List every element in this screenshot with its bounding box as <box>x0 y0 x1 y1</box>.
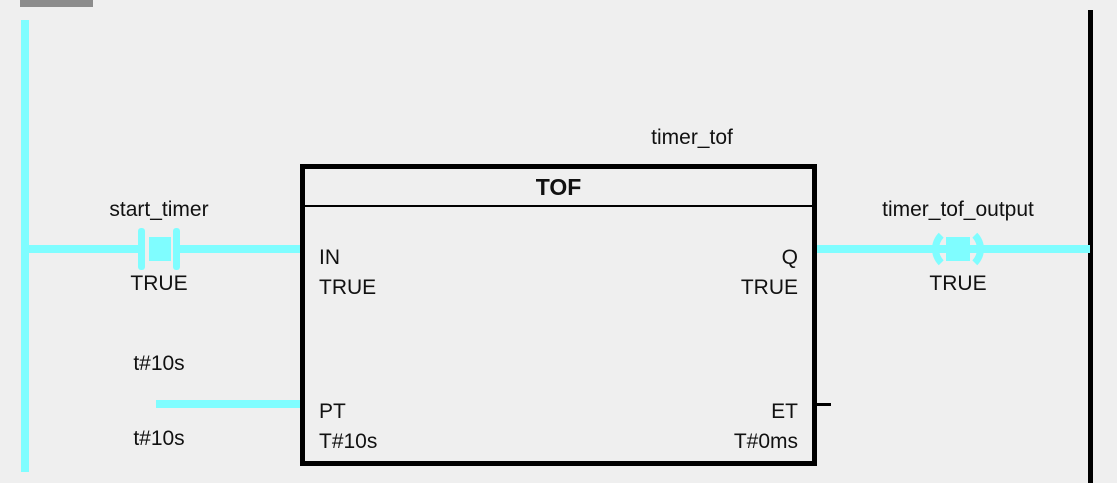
wire-pt-input <box>156 400 302 408</box>
function-block-tof[interactable]: TOF IN TRUE Q TRUE PT T#10s ET T#0ms <box>300 164 817 466</box>
function-block-type-title: TOF <box>305 169 812 207</box>
wire-coil-to-right-rail <box>955 245 1090 253</box>
pin-q-value: TRUE <box>740 276 798 299</box>
pin-pt-value: T#10s <box>319 430 378 453</box>
contact-energized-fill-icon <box>149 237 171 261</box>
pin-in[interactable]: IN TRUE <box>319 243 376 303</box>
pt-literal-label-above: t#10s <box>133 352 185 375</box>
pin-in-value: TRUE <box>319 276 377 299</box>
coil-energized-fill-icon <box>946 237 970 261</box>
pin-pt[interactable]: PT T#10s <box>319 397 377 457</box>
coil-arc-right-icon <box>958 226 984 272</box>
wire-et-output-stub <box>817 403 831 406</box>
wire-contact-to-block-in <box>179 245 302 253</box>
pin-et-name: ET <box>771 400 798 423</box>
coil-arc-left-icon <box>932 226 958 272</box>
contact-bar-left-icon <box>138 228 145 270</box>
function-block-body: IN TRUE Q TRUE PT T#10s ET T#0ms <box>305 207 812 466</box>
pin-pt-name: PT <box>319 400 346 423</box>
pin-in-name: IN <box>319 246 340 269</box>
coil-timer-tof-output[interactable] <box>932 226 984 272</box>
contact-value-label: TRUE <box>130 272 188 295</box>
wire-block-q-to-coil <box>815 245 961 253</box>
pin-q[interactable]: Q TRUE <box>741 243 798 303</box>
contact-bar-right-icon <box>173 228 180 270</box>
power-rail-right <box>1088 10 1093 483</box>
coil-value-label: TRUE <box>929 272 987 295</box>
coil-variable-label: timer_tof_output <box>882 198 1034 221</box>
contact-start-timer[interactable] <box>138 228 180 270</box>
pin-et-value: T#0ms <box>733 430 798 453</box>
pin-q-name: Q <box>781 246 798 269</box>
wire-rail-to-contact <box>25 245 138 253</box>
pin-et[interactable]: ET T#0ms <box>734 397 798 457</box>
contact-variable-label: start_timer <box>109 198 209 221</box>
pt-literal-label-below: t#10s <box>133 427 185 450</box>
function-block-instance-label: timer_tof <box>651 126 733 149</box>
rung-selection-bar[interactable] <box>20 0 93 7</box>
